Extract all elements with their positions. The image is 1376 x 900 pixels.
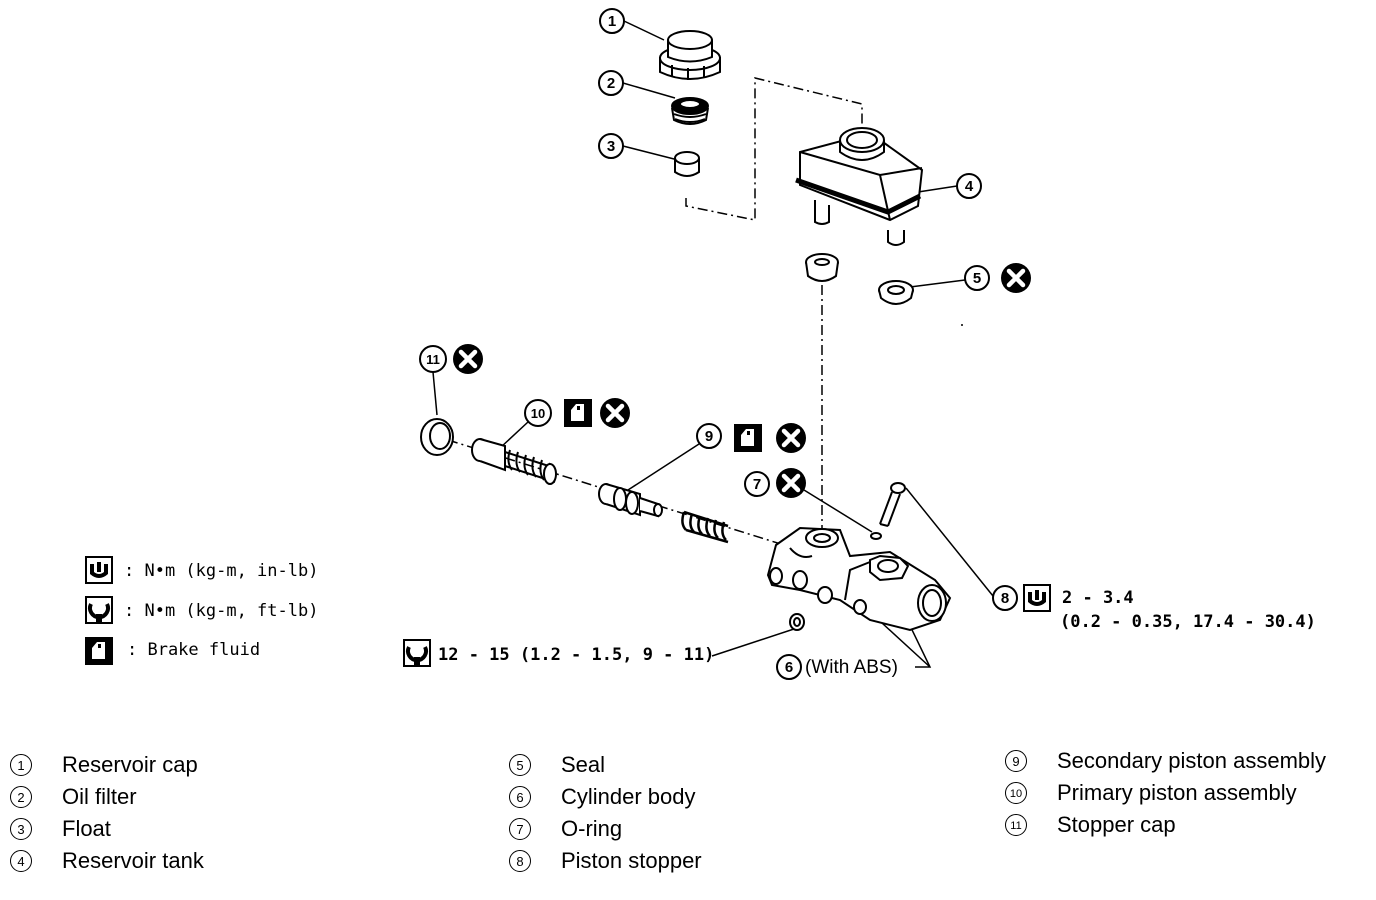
part-number: 3 xyxy=(10,818,32,841)
part-name: Seal xyxy=(561,752,606,778)
svg-text:3: 3 xyxy=(607,138,615,155)
svg-text:9: 9 xyxy=(705,428,713,445)
legend-torque-ft-lb: : N•m (kg-m, ft-lb) xyxy=(124,601,318,621)
callout-5: 5 xyxy=(964,265,990,291)
with-abs-note: (With ABS) xyxy=(805,657,898,678)
svg-text:1: 1 xyxy=(608,13,616,30)
list-item: 2 Oil filter xyxy=(10,780,204,812)
spring-drawing xyxy=(681,510,729,544)
part-number: 8 xyxy=(509,850,531,873)
part-name: Piston stopper xyxy=(561,848,702,874)
reservoir-tank-drawing xyxy=(795,127,924,246)
list-item: 3 Float xyxy=(10,812,204,844)
part-name: Primary piston assembly xyxy=(1057,780,1297,806)
legend: : N•m (kg-m, in-lb) : N•m (kg-m, ft-lb) … xyxy=(84,556,318,665)
replace-icon xyxy=(776,423,806,453)
oil-filter-drawing xyxy=(671,97,709,125)
part-name: Oil filter xyxy=(62,784,137,810)
seal-drawing xyxy=(805,253,914,305)
svg-text:10: 10 xyxy=(531,406,545,421)
list-item: 1 Reservoir cap xyxy=(10,748,204,780)
part-name: Cylinder body xyxy=(561,784,696,810)
svg-text:6: 6 xyxy=(785,659,793,676)
replace-icon xyxy=(600,398,630,428)
part-name: Reservoir cap xyxy=(62,752,198,778)
part-name: Stopper cap xyxy=(1057,812,1176,838)
callout-7: 7 xyxy=(744,471,770,497)
part-number: 10 xyxy=(1005,782,1027,805)
torque-in-lb-icon xyxy=(1023,584,1051,612)
svg-text:2: 2 xyxy=(607,75,615,92)
callout-9: 9 xyxy=(696,423,722,449)
list-item: 6 Cylinder body xyxy=(509,780,702,812)
parts-column: 9 Secondary piston assembly 10 Primary pis… xyxy=(1005,744,1326,840)
cylinder-body-torque: 12 - 15 (1.2 - 1.5, 9 - 11) xyxy=(438,645,714,665)
replace-icon xyxy=(453,344,483,374)
part-name: Reservoir tank xyxy=(62,848,204,874)
torque-ft-lb-icon xyxy=(84,595,114,625)
svg-text:5: 5 xyxy=(973,270,981,287)
part-number: 2 xyxy=(10,786,32,809)
callout-10: 10 xyxy=(524,399,552,427)
brake-fluid-icon xyxy=(85,637,113,665)
secondary-piston-drawing xyxy=(598,483,663,518)
part-number: 6 xyxy=(509,786,531,809)
piston-stopper-torque-detail: (0.2 - 0.35, 17.4 - 30.4) xyxy=(1060,612,1316,632)
float-drawing xyxy=(674,151,700,177)
svg-text:8: 8 xyxy=(1001,590,1009,607)
callout-11: 11 xyxy=(419,345,447,373)
stopper-cap-drawing xyxy=(420,418,454,456)
callout-3: 3 xyxy=(598,133,624,159)
callout-4: 4 xyxy=(956,173,982,199)
brake-master-cylinder-diagram: 1 2 3 4 5 11 10 9 7 xyxy=(84,8,1316,680)
list-item: 11 Stopper cap xyxy=(1005,808,1326,840)
primary-piston-drawing xyxy=(471,438,557,485)
part-number: 11 xyxy=(1005,814,1027,837)
list-item: 5 Seal xyxy=(509,748,702,780)
list-item: 7 O-ring xyxy=(509,812,702,844)
piston-stopper-torque: 2 - 3.4 xyxy=(1062,588,1134,608)
list-item: 10 Primary piston assembly xyxy=(1005,776,1326,808)
torque-in-lb-icon xyxy=(85,556,113,584)
part-number: 4 xyxy=(10,850,32,873)
legend-torque-in-lb: : N•m (kg-m, in-lb) xyxy=(124,561,318,581)
list-item: 9 Secondary piston assembly xyxy=(1005,744,1326,776)
callout-8: 8 xyxy=(992,585,1018,611)
part-name: O-ring xyxy=(561,816,623,842)
part-number: 7 xyxy=(509,818,531,841)
svg-text:4: 4 xyxy=(965,178,974,195)
list-item: 4 Reservoir tank xyxy=(10,844,204,876)
piston-stopper-drawing xyxy=(879,482,906,527)
part-number: 9 xyxy=(1005,750,1027,773)
list-item: 8 Piston stopper xyxy=(509,844,702,876)
svg-text:11: 11 xyxy=(426,352,440,367)
parts-column: 5 Seal 6 Cylinder body 7 O-ring 8 Piston sto… xyxy=(509,748,702,876)
replace-icon xyxy=(1001,263,1031,293)
callout-2: 2 xyxy=(598,70,624,96)
parts-column: 1 Reservoir cap 2 Oil filter 3 Float 4 Reser… xyxy=(10,748,204,876)
svg-text:7: 7 xyxy=(753,476,761,493)
part-number: 1 xyxy=(10,754,32,777)
torque-ft-lb-icon xyxy=(402,638,432,668)
cylinder-body-drawing xyxy=(766,526,952,632)
reservoir-cap-drawing xyxy=(659,30,721,80)
legend-brake-fluid: : Brake fluid xyxy=(127,640,260,660)
callout-1: 1 xyxy=(599,8,625,34)
brake-fluid-icon xyxy=(734,424,762,452)
part-name: Float xyxy=(62,816,111,842)
replace-icon xyxy=(776,468,806,498)
part-number: 5 xyxy=(509,754,531,777)
parts-list: 1 Reservoir cap 2 Oil filter 3 Float 4 Reser… xyxy=(0,748,1376,888)
part-name: Secondary piston assembly xyxy=(1057,748,1327,774)
callout-6: 6 xyxy=(776,654,802,680)
brake-fluid-icon xyxy=(564,399,592,427)
